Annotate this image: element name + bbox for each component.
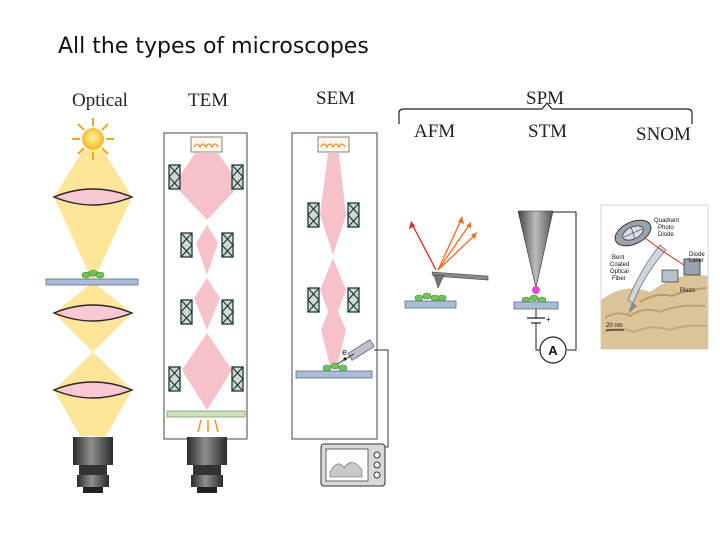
snom-label-bent: Bent [612,255,625,261]
afm-microscope [404,216,489,309]
ammeter-icon [539,336,567,364]
sem-stage [295,370,373,379]
tem-label: TEM [188,90,229,111]
tem-screen [166,410,246,418]
sem-electron-label: e [342,347,347,357]
optical-label: Optical [72,90,128,111]
snom-label-quadrant: Quadrant [654,218,679,224]
optical-camera-icon [73,437,113,493]
condenser-lens-icon [52,188,134,206]
snom-fiber [627,244,667,304]
snom-label: SNOM [636,124,691,145]
diode-laser-icon [683,258,701,276]
eyepiece-lens-icon [52,381,134,399]
sem-monitor-icon [320,443,386,487]
afm-stage [404,300,457,309]
snom-label-diode: Diode [658,232,674,238]
tem-microscope [163,132,248,493]
snom-label-coated: Coated [610,262,629,268]
stm-label: STM [528,121,568,142]
page-title: All the types of microscopes [58,34,369,59]
optical-microscope [45,118,139,493]
snom-label-fiber: Fiber [612,276,626,282]
snom-scale-label: 20 nm [606,323,623,329]
afm-cantilever [431,271,489,281]
optical-stage [45,269,139,286]
quadrant-photodiode-icon [614,219,652,247]
tem-camera-icon [187,437,227,493]
sem-label: SEM [316,88,356,109]
snom-label-piezo: Piezo [680,288,696,294]
tem-electron-source [190,136,223,153]
sun-light-source-icon [72,118,114,160]
snom-label-diode-laser-1: Diode [689,252,705,258]
afm-label: AFM [414,121,456,142]
spm-bracket [398,102,693,124]
sem-electron-source [317,136,350,153]
ammeter-label: A [548,343,558,358]
piezo-icon [661,269,679,283]
svg-text:+: + [546,315,551,324]
spm-label: SPM [526,88,565,109]
snom-label-optical: Optical [610,269,629,275]
stm-microscope: + A [513,210,577,364]
snom-microscope: Quadrant Photo Diode Diode Laser Bent Co… [600,204,709,350]
snom-label-photo: Photo [658,225,674,231]
sem-microscope: e [291,132,389,487]
snom-label-diode-laser-2: Laser [689,258,704,264]
objective-lens-icon [52,304,134,322]
stm-stage [513,301,559,310]
stm-tip [517,210,554,289]
